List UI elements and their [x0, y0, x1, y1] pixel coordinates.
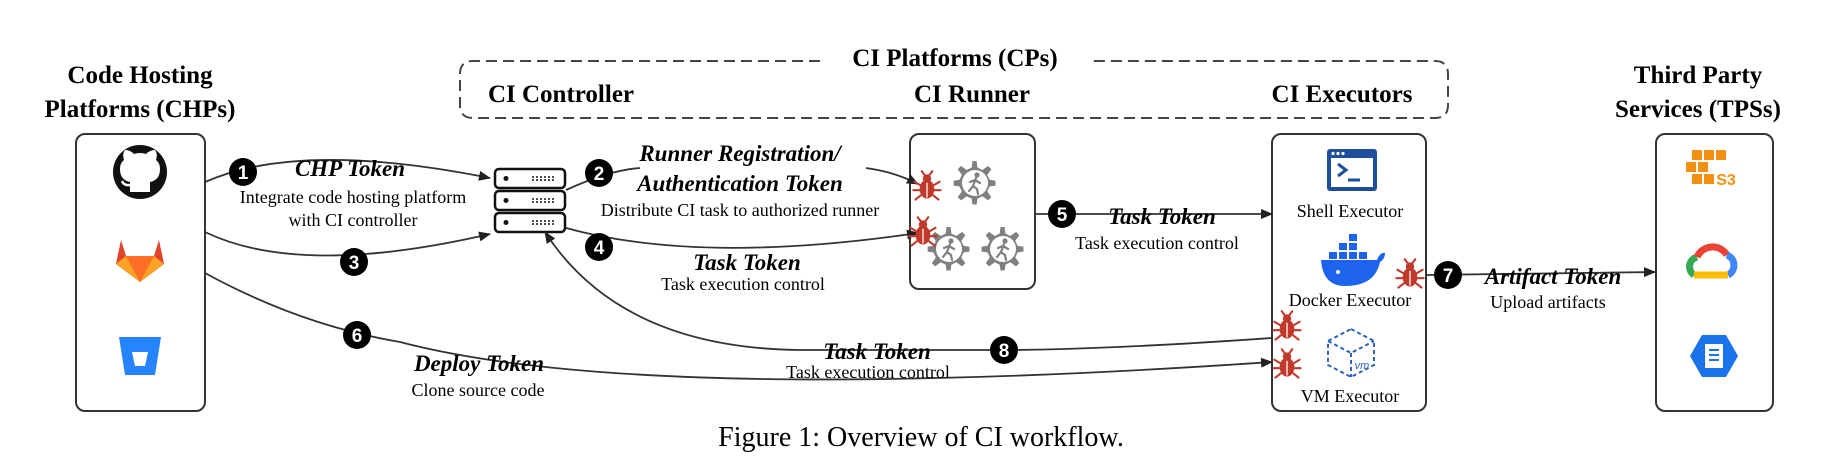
flow-8-title: Task Token [823, 339, 931, 364]
flow-8-desc: Task execution control [786, 362, 950, 382]
runner-gear-icon [981, 227, 1024, 271]
flow-2-title-line2: Authentication Token [635, 171, 843, 196]
tps-title-line1: Third Party [1634, 62, 1763, 89]
executors-box [1271, 133, 1427, 412]
chp-box [75, 133, 206, 412]
controller-title: CI Controller [488, 81, 634, 108]
flow-8-arrow [544, 231, 1273, 351]
executor-label-vm: VM Executor [1301, 386, 1399, 406]
runner-gear-icon [953, 161, 996, 205]
flow-1-desc-line1: Integrate code hosting platform [240, 187, 466, 207]
tps-box [1655, 133, 1774, 412]
executor-label-shell: Shell Executor [1297, 201, 1403, 221]
flow-6-arrow [204, 272, 1273, 381]
flow-3-badge: 3 [340, 248, 368, 276]
flow-7-desc: Upload artifacts [1490, 292, 1605, 312]
runner-gear-icon [927, 227, 970, 271]
aws-s3-icon: S3 [1686, 150, 1736, 189]
vm-cube-icon: vm [1327, 327, 1375, 379]
chp-title-line2: Platforms (CHPs) [45, 96, 236, 123]
vm-icon-label: vm [1355, 360, 1370, 372]
flow-7-arrow [1425, 267, 1656, 278]
svg-text:3: 3 [349, 253, 360, 274]
flow-6-badge: 6 [343, 321, 371, 349]
cp-group-border [459, 60, 1449, 119]
executors-title: CI Executors [1272, 81, 1413, 108]
svg-text:4: 4 [594, 238, 605, 259]
flow-1-title: CHP Token [295, 156, 405, 181]
flow-7-badge: 7 [1434, 261, 1462, 289]
svg-text:8: 8 [999, 341, 1010, 362]
flow-1-badge: 1 [229, 158, 257, 186]
flow-6-title: Deploy Token [413, 351, 544, 376]
terminal-icon [1327, 149, 1377, 191]
gitlab-icon [116, 240, 164, 282]
runner-title: CI Runner [914, 81, 1030, 108]
flow-2-desc: Distribute CI task to authorized runner [601, 200, 879, 220]
svg-text:1: 1 [238, 163, 249, 184]
svg-text:7: 7 [1443, 266, 1454, 287]
bug-icon [908, 216, 938, 247]
flow-7-title: Artifact Token [1483, 264, 1622, 289]
flow-8-badge: 8 [990, 336, 1018, 364]
runner-box [909, 133, 1036, 290]
bug-icon [1272, 348, 1302, 379]
server-icon [493, 167, 567, 234]
flow-4-badge: 4 [585, 233, 613, 261]
flow-1-desc-line2: with CI controller [289, 210, 418, 230]
flow-4-title: Task Token [693, 250, 801, 275]
google-cloud-icon [1686, 243, 1738, 279]
github-icon [113, 145, 167, 199]
svg-text:6: 6 [352, 326, 363, 347]
tps-title-line2: Services (TPSs) [1615, 96, 1781, 123]
flow-4-desc: Task execution control [661, 274, 825, 294]
chp-title-line1: Code Hosting [67, 62, 213, 89]
docker-icon [1321, 234, 1385, 286]
bug-icon [1395, 258, 1425, 289]
bitbucket-icon [119, 337, 161, 375]
flow-6-desc: Clone source code [412, 380, 545, 400]
flow-2-badge: 2 [585, 159, 613, 187]
flow-5-title: Task Token [1108, 204, 1216, 229]
flow-5-desc: Task execution control [1075, 233, 1239, 253]
flow-4-arrow [565, 227, 919, 249]
bug-icon [912, 170, 942, 201]
flow-5-badge: 5 [1048, 200, 1076, 228]
svg-text:2: 2 [594, 164, 605, 185]
executor-label-docker: Docker Executor [1289, 290, 1411, 310]
figure-caption: Figure 1: Overview of CI workflow. [718, 422, 1124, 453]
bug-icon [1272, 310, 1302, 341]
aws-s3-label: S3 [1716, 172, 1736, 189]
svg-text:5: 5 [1057, 205, 1068, 226]
cp-group-title: CI Platforms (CPs) [852, 45, 1058, 72]
flow-2-title-line1: Runner Registration/ [638, 141, 843, 166]
cloud-storage-icon [1690, 335, 1738, 377]
flow-3-arrow [204, 231, 491, 257]
